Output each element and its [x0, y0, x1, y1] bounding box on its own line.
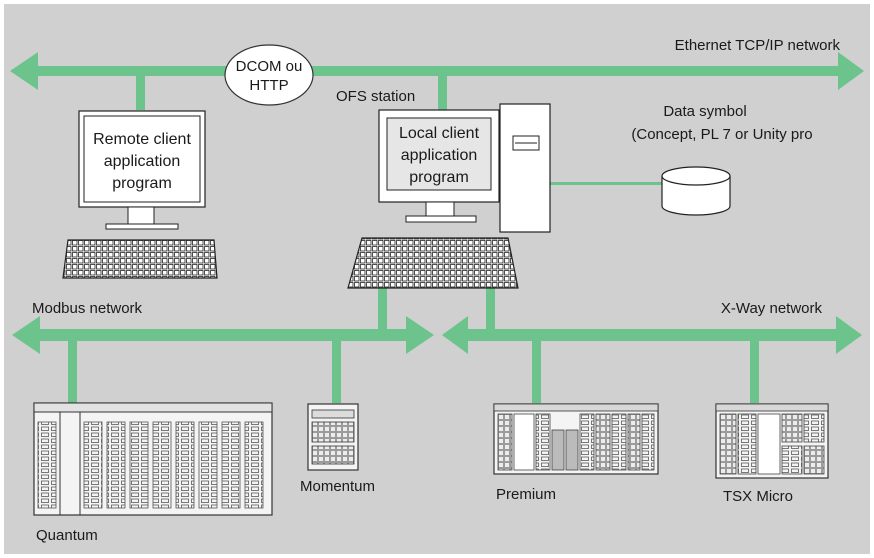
- ofs-station-computer: [347, 103, 551, 289]
- ofs-station-label: OFS station: [336, 88, 415, 105]
- modbus-network-label: Modbus network: [32, 300, 143, 317]
- local-client-line3: program: [409, 169, 469, 186]
- local-keyboard-icon: [347, 237, 519, 289]
- momentum-plc-icon: [307, 403, 359, 471]
- database-link: [550, 182, 662, 185]
- ethernet-bus: [10, 52, 864, 90]
- premium-label: Premium: [496, 486, 556, 503]
- tsx-micro-plc-icon: [715, 403, 829, 479]
- remote-client-line1: Remote client: [93, 131, 191, 148]
- tsx-micro-label: TSX Micro: [723, 488, 793, 505]
- xway-bus: [442, 316, 862, 354]
- local-client-line2: application: [401, 147, 478, 164]
- quantum-label: Quantum: [36, 527, 98, 544]
- remote-client-computer: [62, 110, 218, 279]
- modbus-bus: [12, 316, 434, 354]
- remote-keyboard-icon: [62, 239, 218, 279]
- local-client-line1: Local client: [399, 125, 480, 142]
- xway-network-label: X-Way network: [721, 300, 823, 317]
- database-icon: [661, 166, 731, 216]
- ethernet-network-label: Ethernet TCP/IP network: [675, 37, 841, 54]
- premium-plc-icon: [493, 403, 659, 475]
- tower-case-icon: [499, 103, 551, 233]
- dcom-http-line1: DCOM ou: [236, 58, 303, 75]
- momentum-label: Momentum: [300, 478, 375, 495]
- data-symbol-line2: (Concept, PL 7 or Unity pro: [631, 126, 812, 143]
- quantum-plc-icon: [33, 402, 273, 516]
- network-drop-lines: [68, 76, 759, 403]
- remote-client-line2: application: [104, 153, 181, 170]
- dcom-http-line2: HTTP: [249, 77, 288, 94]
- dcom-http-bubble: [224, 44, 314, 106]
- remote-client-line3: program: [112, 175, 172, 192]
- data-symbol-line1: Data symbol: [663, 103, 746, 120]
